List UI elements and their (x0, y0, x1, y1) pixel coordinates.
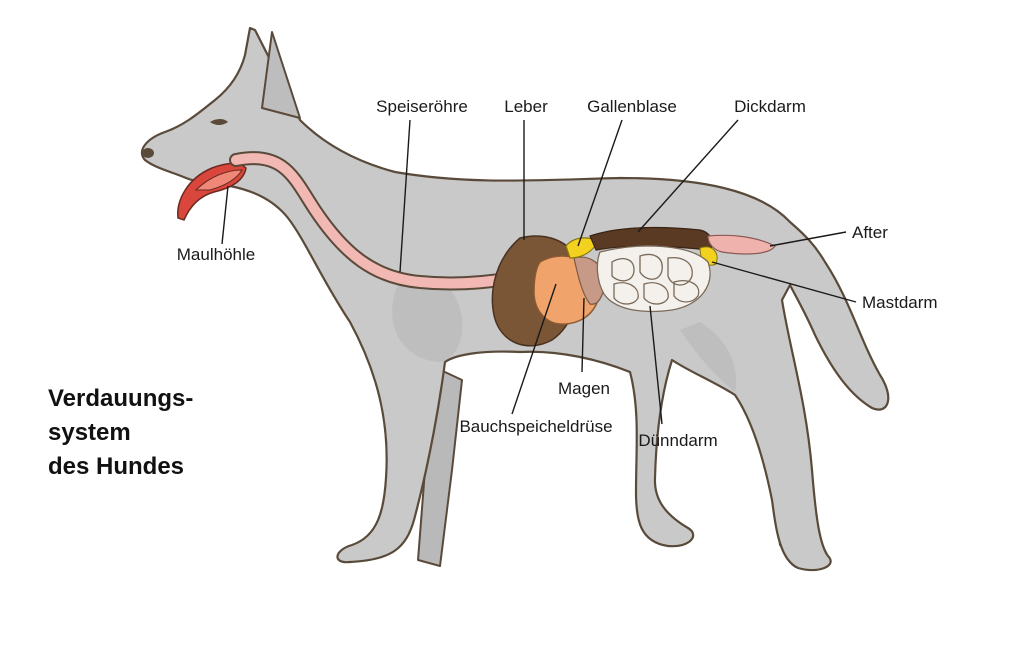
title-line-3: des Hundes (48, 453, 185, 480)
organ-small-intestine (596, 245, 711, 313)
leader-dickdarm (637, 119, 739, 233)
title-line-2: system (48, 419, 131, 446)
dog-ear (261, 31, 301, 119)
label-speiseroehre: Speiseröhre (376, 97, 468, 116)
organ-rectum (707, 234, 776, 255)
label-magen: Magen (558, 379, 610, 398)
diagram-title: Verdauungs- system des Hundes (48, 382, 193, 484)
label-after: After (852, 223, 888, 242)
dog-shading (392, 280, 737, 392)
leader-lines (221, 119, 857, 425)
organ-esophagus-fill (231, 153, 545, 289)
leader-gallenblase (577, 119, 623, 247)
label-mastdarm: Mastdarm (862, 293, 938, 312)
label-maulhoehle: Maulhöhle (177, 245, 255, 264)
leader-magen (581, 297, 585, 373)
organ-pancreas (573, 256, 605, 305)
dog-nose (142, 148, 154, 158)
title-line-1: Verdauungs- (48, 385, 194, 412)
leader-duenndarm (649, 305, 663, 425)
leader-maulhoehle (221, 185, 229, 245)
leader-after (769, 231, 847, 247)
label-leber: Leber (504, 97, 548, 116)
leader-bauchspeicheldruese (511, 283, 557, 415)
organ-labels: Speiseröhre Leber Gallenblase Dickdarm A… (177, 97, 938, 450)
leader-mastdarm (711, 261, 857, 303)
organs (177, 151, 776, 347)
label-duenndarm: Dünndarm (638, 431, 717, 450)
label-gallenblase: Gallenblase (587, 97, 677, 116)
leader-speiseroehre (399, 119, 411, 273)
dog-eye (210, 119, 228, 125)
label-dickdarm: Dickdarm (734, 97, 806, 116)
organ-mouth-inner (194, 169, 243, 191)
label-bauchspeicheldruese: Bauchspeicheldrüse (459, 417, 612, 436)
